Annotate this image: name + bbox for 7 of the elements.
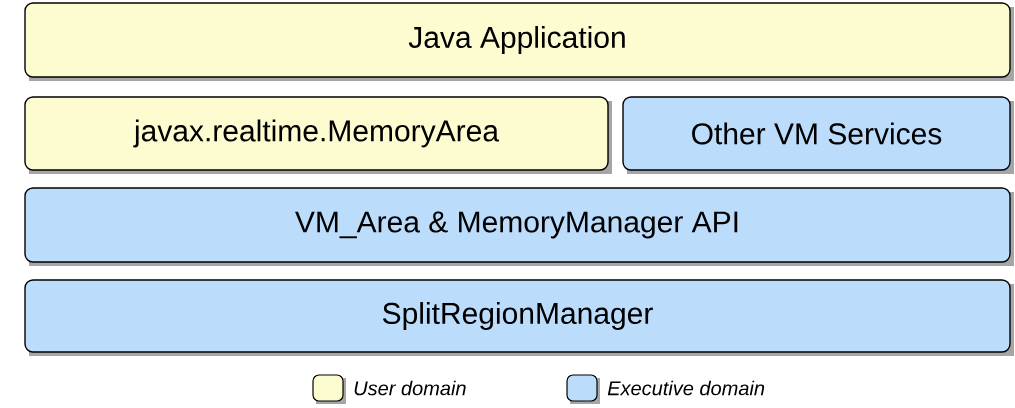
legend-label: Executive domain [607, 380, 765, 396]
layer-box: Java Application [24, 2, 1014, 81]
legend-label: User domain [354, 380, 466, 396]
layer-box: VM_Area & MemoryManager API [24, 187, 1014, 266]
layer-box: SplitRegionManager [24, 279, 1014, 356]
layer-box: Other VM Services [622, 96, 1014, 174]
layer-box: javax.realtime.MemoryArea [24, 96, 612, 174]
